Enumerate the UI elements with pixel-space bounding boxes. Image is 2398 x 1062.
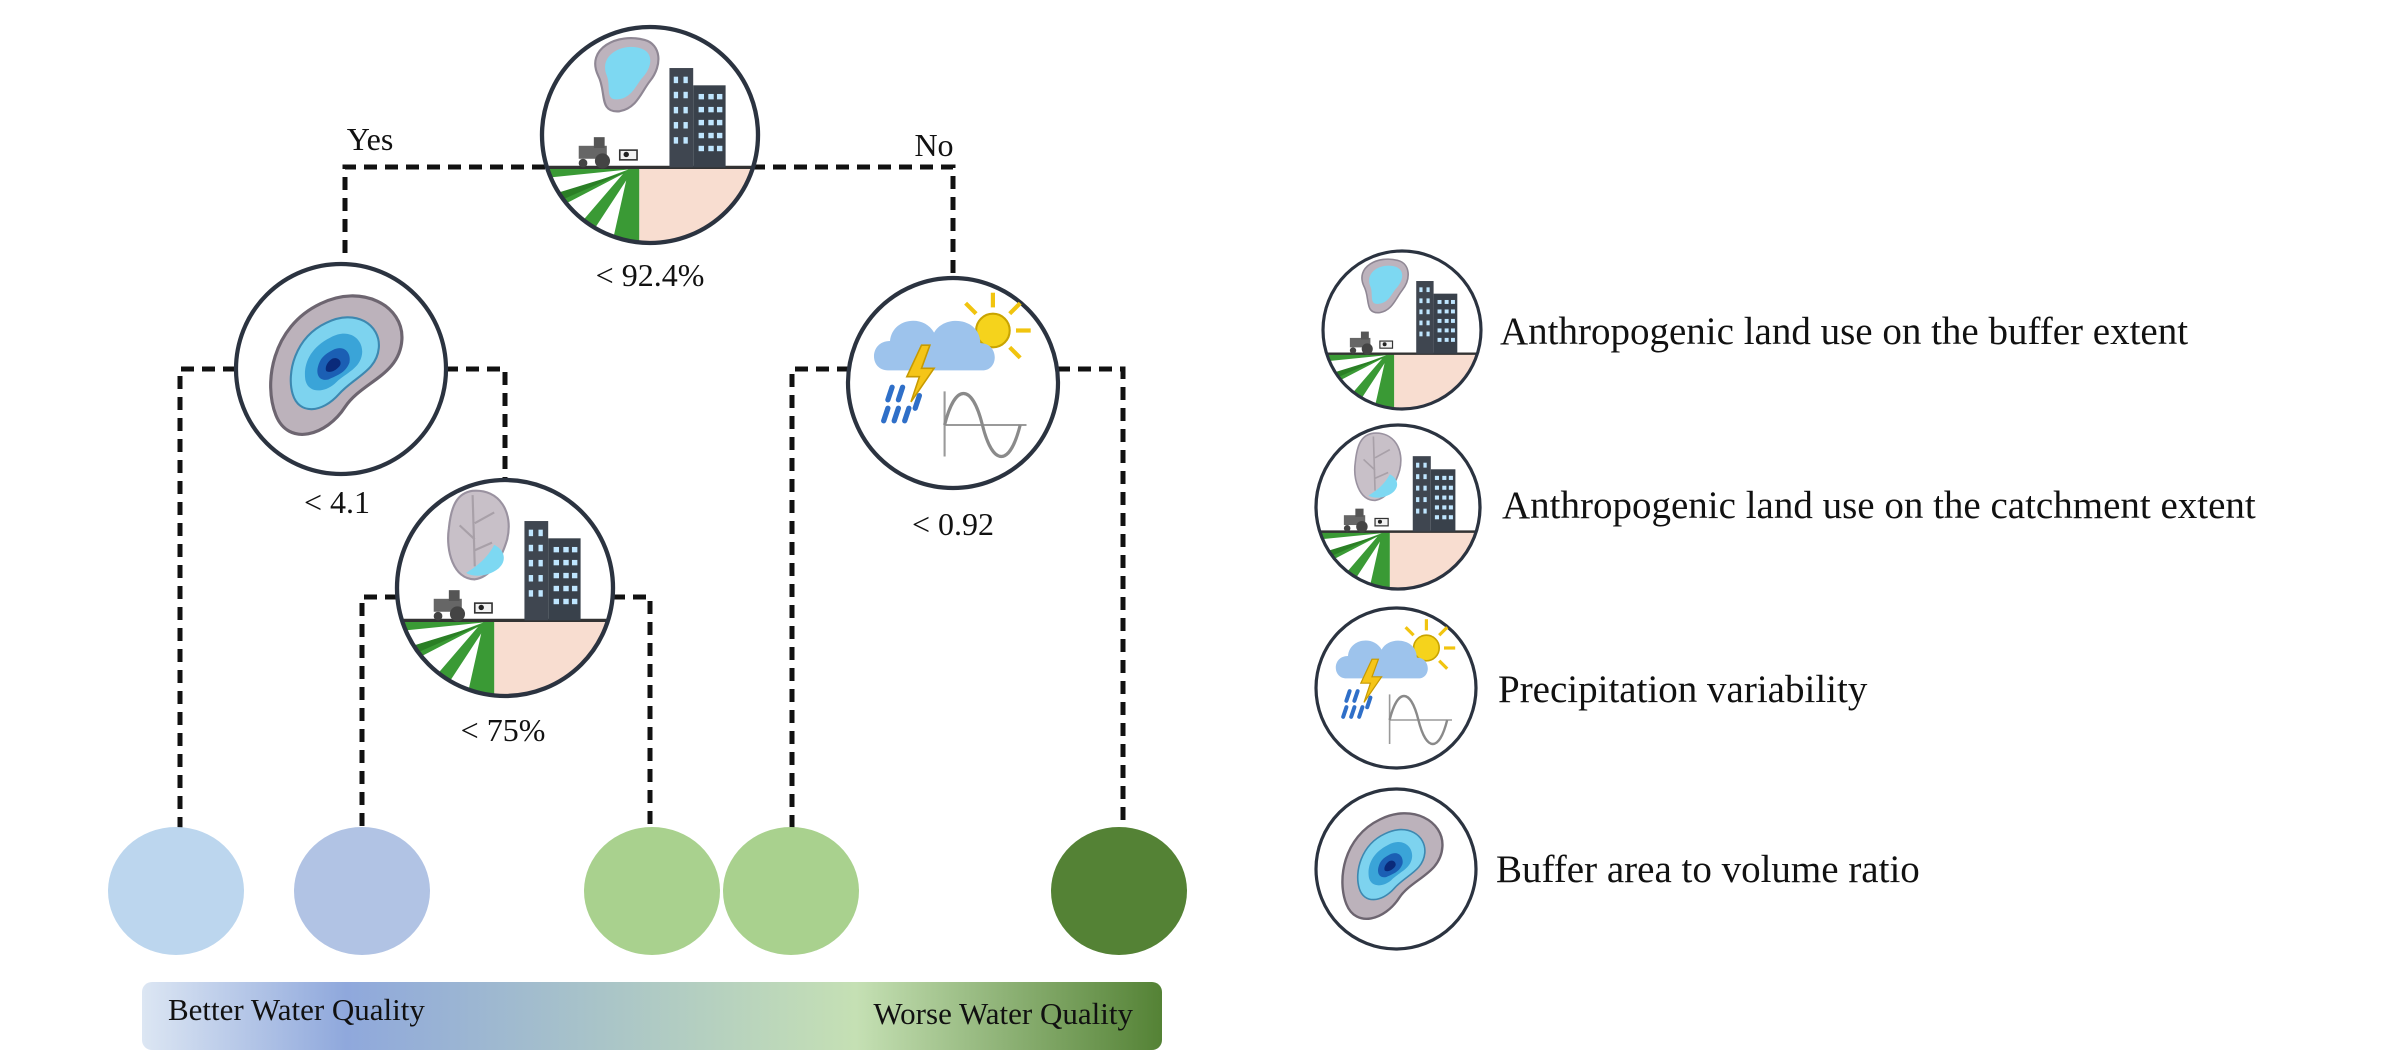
left-node: < 4.1 [236, 264, 446, 520]
scale-gradient-bar [142, 982, 1162, 1050]
buffer-land-use-icon [1323, 251, 1481, 409]
leaf-4 [723, 827, 859, 955]
buffer-land-use-icon [542, 27, 758, 243]
edge-right-leaf5 [1057, 366, 1126, 828]
edge-root-yes [342, 164, 545, 258]
water-quality-scale: Better Water Quality Worse Water Quality [142, 982, 1162, 1050]
right-threshold: < 0.92 [912, 506, 994, 542]
root-threshold: < 92.4% [596, 257, 705, 293]
legend-label-ratio: Buffer area to volume ratio [1496, 848, 1920, 891]
precipitation-variability-icon [848, 278, 1058, 488]
leaf-3 [584, 827, 720, 955]
edge-left-leaf1 [177, 366, 236, 828]
edge-root-no [752, 164, 956, 278]
scale-left-label: Better Water Quality [168, 992, 425, 1027]
legend-item-buffer: Anthropogenic land use on the buffer ext… [1323, 251, 2188, 409]
precipitation-variability-icon [1316, 608, 1476, 768]
catchment-land-use-icon [1316, 425, 1480, 589]
right-node: < 0.92 [848, 278, 1058, 542]
tree-edges [177, 164, 1126, 828]
scale-right-label: Worse Water Quality [873, 996, 1133, 1031]
legend-item-ratio: Buffer area to volume ratio [1314, 787, 1920, 951]
legend: Anthropogenic land use on the buffer ext… [1314, 251, 2256, 951]
edge-right-leaf4 [789, 366, 850, 828]
legend-label-buffer: Anthropogenic land use on the buffer ext… [1500, 310, 2188, 353]
legend-label-precip: Precipitation variability [1498, 668, 1868, 711]
mid-node: < 75% [397, 480, 613, 748]
legend-item-precip: Precipitation variability [1316, 608, 1868, 768]
edge-left-mid [445, 366, 508, 478]
legend-item-catchment: Anthropogenic land use on the catchment … [1316, 425, 2256, 589]
branch-no-label: No [914, 127, 953, 163]
mid-threshold: < 75% [461, 712, 546, 748]
area-volume-ratio-icon [236, 264, 446, 474]
area-volume-ratio-icon [1314, 787, 1478, 951]
leaf-2 [294, 827, 430, 955]
legend-label-catchment: Anthropogenic land use on the catchment … [1502, 484, 2256, 527]
catchment-land-use-icon [397, 480, 613, 696]
edge-mid-leaf3 [612, 594, 653, 828]
edge-mid-leaf2 [359, 594, 398, 828]
root-node: < 92.4% [542, 27, 758, 293]
leaf-1 [108, 827, 244, 955]
leaf-nodes [108, 827, 1187, 955]
leaf-5 [1051, 827, 1187, 955]
left-threshold: < 4.1 [304, 484, 370, 520]
branch-yes-label: Yes [347, 121, 394, 157]
